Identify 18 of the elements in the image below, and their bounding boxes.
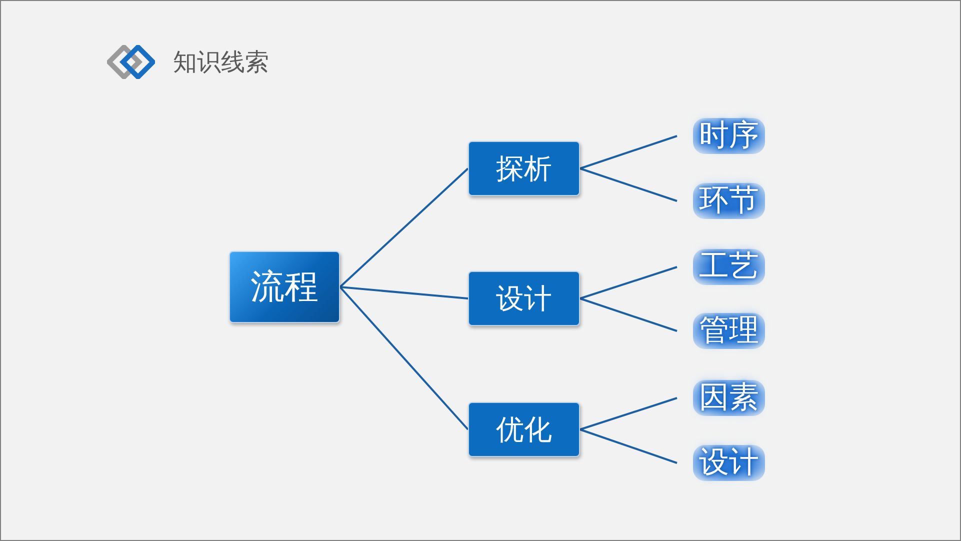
- connector-line: [580, 266, 678, 300]
- connector-line: [580, 298, 678, 332]
- branch-box: [468, 141, 580, 196]
- connector-line: [340, 286, 468, 300]
- node-label: 探析: [496, 152, 552, 186]
- node-label: 流程: [250, 267, 318, 307]
- branch-box: [468, 271, 580, 326]
- connector-line: [580, 168, 678, 202]
- connector-line: [580, 428, 678, 464]
- node-label: 优化: [496, 412, 552, 446]
- connector-line: [339, 168, 469, 288]
- connector-line: [339, 286, 469, 430]
- branch-box: [468, 402, 580, 457]
- connector-line: [580, 397, 678, 430]
- node-label: 设计: [496, 282, 552, 316]
- connector-line: [580, 135, 678, 170]
- title: 知识线索: [173, 47, 269, 78]
- root-box: [229, 251, 340, 323]
